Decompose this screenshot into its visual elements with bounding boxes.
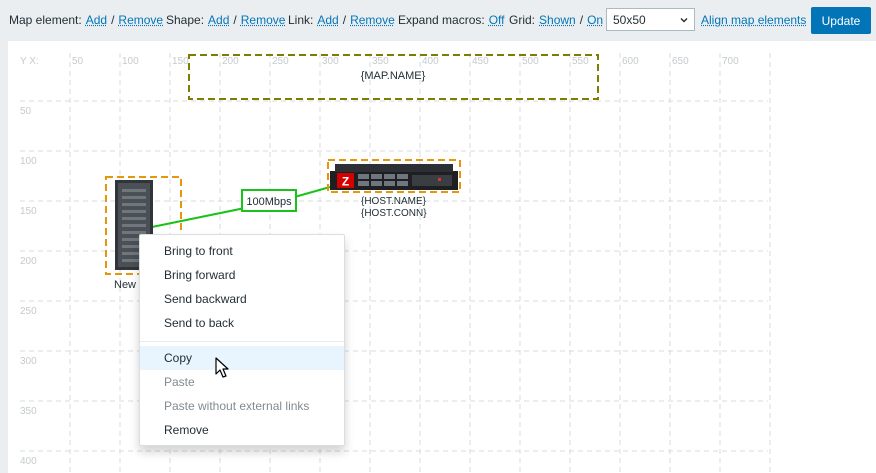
expand-macros-controls: Expand macros: Off (398, 13, 505, 27)
y-tick-label: 150 (20, 206, 37, 217)
grid-size-value: 50x50 (613, 12, 646, 27)
grid-shown-toggle[interactable]: Shown (539, 13, 576, 27)
x-tick-label: 500 (522, 56, 539, 67)
y-tick-label: 100 (20, 156, 37, 167)
shape-add-link[interactable]: Add (208, 13, 230, 27)
map-element-controls: Map element: Add / Remove (9, 13, 163, 27)
axis-origin-label: Y X: (20, 56, 39, 67)
element-context-menu: Bring to front Bring forward Send backwa… (139, 234, 345, 446)
map-name-text: {MAP.NAME} (361, 70, 426, 82)
shape-controls: Shape: Add / Remove (166, 13, 285, 27)
align-map-elements-link[interactable]: Align map elements (701, 13, 807, 27)
map-editor-toolbar: Map element: Add / Remove Shape: Add / R… (0, 0, 876, 40)
update-button[interactable]: Update (811, 7, 871, 34)
host-conn-label: {HOST.CONN} (361, 208, 427, 219)
expand-macros-toggle[interactable]: Off (488, 13, 505, 27)
x-tick-label: 50 (72, 56, 84, 67)
y-tick-label: 200 (20, 256, 37, 267)
separator: / (579, 13, 584, 27)
y-tick-label: 350 (20, 406, 37, 417)
y-tick-label: 50 (20, 106, 32, 117)
x-tick-label: 350 (372, 56, 389, 67)
server-label: New (114, 279, 136, 291)
grid-on-toggle[interactable]: On (587, 13, 604, 27)
x-tick-label: 250 (272, 56, 289, 67)
x-tick-label: 150 (172, 56, 189, 67)
x-axis-labels: 50 100 150 200 250 300 350 400 450 500 550 600 650 70… (72, 56, 739, 67)
link-label-text: 100Mbps (246, 196, 292, 208)
link-add-link[interactable]: Add (317, 13, 339, 27)
menu-item-bring-forward[interactable]: Bring forward (164, 268, 236, 282)
y-axis-labels: 50 100 150 200 250 300 350 400 (20, 106, 37, 467)
link-label: Link: (288, 13, 314, 27)
separator: / (342, 13, 347, 27)
x-tick-label: 100 (122, 56, 139, 67)
menu-item-remove[interactable]: Remove (164, 423, 209, 437)
zabbix-server-icon[interactable]: Z (330, 164, 458, 190)
x-tick-label: 450 (472, 56, 489, 67)
menu-item-paste-without-links[interactable]: Paste without external links (164, 399, 310, 413)
menu-item-copy[interactable]: Copy (140, 346, 344, 370)
x-tick-label: 550 (572, 56, 589, 67)
grid-label: Grid: (509, 13, 536, 27)
link-label-box[interactable] (241, 189, 297, 212)
grid-size-select[interactable]: 50x50 (606, 8, 695, 31)
menu-item-bring-to-front[interactable]: Bring to front (164, 244, 233, 258)
y-tick-label: 250 (20, 306, 37, 317)
x-tick-label: 200 (222, 56, 239, 67)
map-name-shape[interactable] (188, 54, 599, 100)
menu-item-paste[interactable]: Paste (164, 375, 195, 389)
host-name-label: {HOST.NAME} (361, 196, 427, 207)
map-svg: 50 100 150 200 250 300 350 400 450 500 550 600 650 70… (20, 53, 771, 473)
map-element-label: Map element: (9, 13, 82, 27)
map-element-remove-link[interactable]: Remove (118, 13, 164, 27)
x-tick-label: 650 (672, 56, 689, 67)
chevron-down-icon (680, 17, 688, 22)
y-tick-label: 300 (20, 356, 37, 367)
mouse-cursor-icon (215, 357, 229, 378)
map-element-add-link[interactable]: Add (85, 13, 108, 27)
zabbix-logo-letter: Z (342, 175, 349, 189)
grid-controls: Grid: Shown / On (509, 13, 603, 27)
menu-item-send-backward[interactable]: Send backward (164, 292, 247, 306)
shape-label: Shape: (166, 13, 205, 27)
shape-remove-link[interactable]: Remove (240, 13, 286, 27)
link-remove-link[interactable]: Remove (350, 13, 395, 27)
menu-item-send-to-back[interactable]: Send to back (164, 316, 235, 330)
expand-macros-label: Expand macros: (398, 13, 485, 27)
separator: / (233, 13, 237, 27)
y-tick-label: 400 (20, 456, 37, 467)
x-tick-label: 700 (722, 56, 739, 67)
menu-divider (140, 341, 344, 342)
separator: / (111, 13, 115, 27)
link-controls: Link: Add / Remove (288, 13, 395, 27)
host-selection-box[interactable] (327, 159, 461, 193)
x-tick-label: 600 (622, 56, 639, 67)
x-tick-label: 400 (422, 56, 439, 67)
x-tick-label: 300 (322, 56, 339, 67)
